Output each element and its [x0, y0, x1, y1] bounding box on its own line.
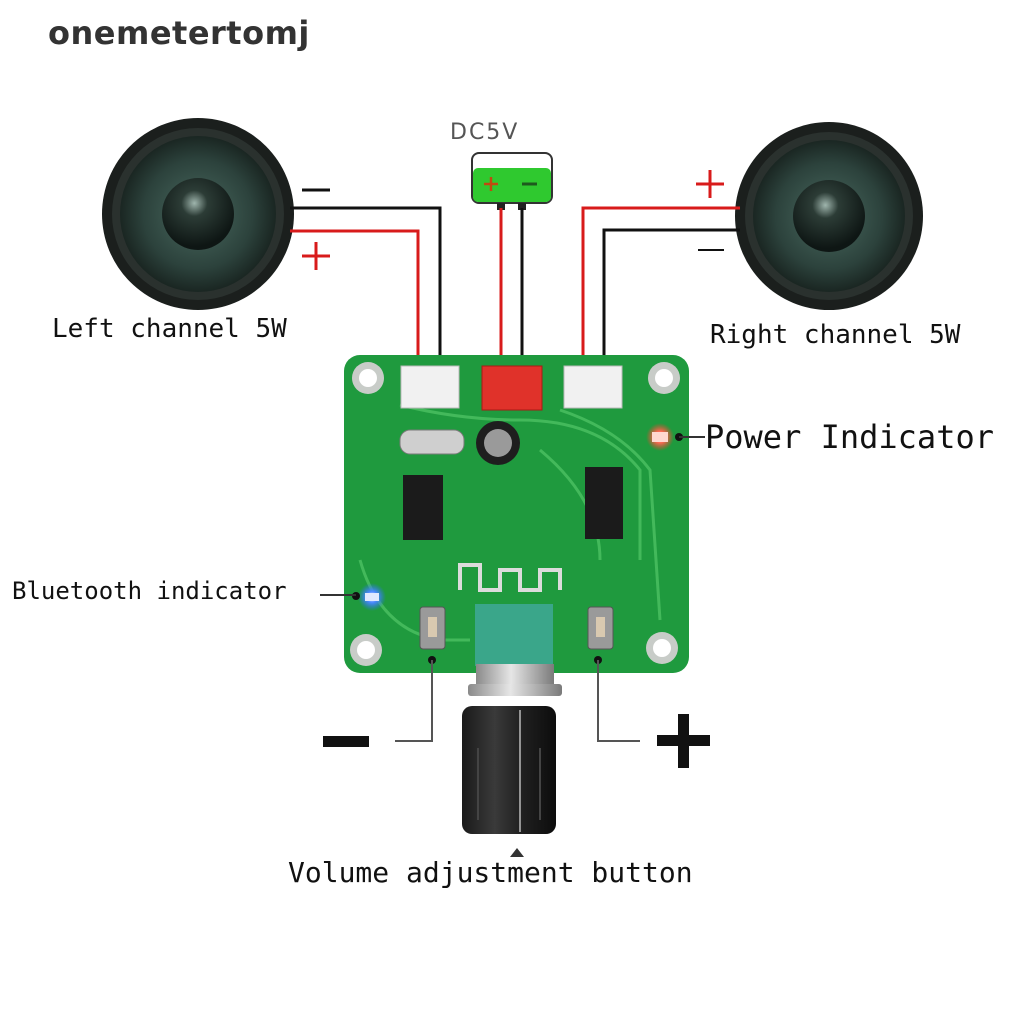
- left-positive-wire: [290, 229, 420, 385]
- volume-adjustment-label: Volume adjustment button: [288, 856, 693, 889]
- plus-button-leader: [597, 660, 640, 742]
- mounting-hole: [352, 362, 384, 394]
- mounting-hole: [648, 362, 680, 394]
- power-indicator-label: Power Indicator: [705, 418, 994, 456]
- volume-minus-symbol: [323, 736, 369, 747]
- mounting-hole: [646, 632, 678, 664]
- dc-power-label: DC5V: [450, 120, 520, 145]
- potentiometer-shaft-nut: [476, 664, 554, 684]
- right-negative-wire: [602, 228, 740, 385]
- left-negative-wire: [290, 206, 442, 385]
- watermark-text: onemetertomj: [48, 14, 310, 52]
- bluetooth-chip: [403, 475, 443, 540]
- right-positive-wire: [581, 206, 740, 385]
- bluetooth-indicator-label: Bluetooth indicator: [12, 577, 287, 605]
- right-speaker-icon: [735, 122, 923, 310]
- power-input-connector: [481, 365, 543, 411]
- amplifier-board: [344, 355, 689, 673]
- volume-pointer-arrow: [510, 848, 524, 857]
- antenna-trace: [458, 563, 562, 592]
- left-output-connector: [400, 365, 460, 409]
- right-output-connector: [563, 365, 623, 409]
- left-plus-mark: [302, 242, 330, 270]
- minus-button-leader: [395, 660, 433, 742]
- volume-plus-symbol: [657, 714, 710, 768]
- right-channel-label: Right channel 5W: [710, 320, 961, 350]
- left-channel-label: Left channel 5W: [52, 314, 287, 344]
- mounting-hole: [350, 634, 382, 666]
- power-led-icon: [646, 423, 674, 451]
- left-speaker-icon: [102, 118, 294, 310]
- crystal-oscillator: [399, 429, 465, 455]
- right-plus-mark: [696, 170, 724, 198]
- amplifier-chip: [585, 467, 623, 539]
- dc-power-supply-icon: [471, 152, 553, 210]
- bluetooth-led-icon: [358, 583, 386, 611]
- volume-knob-icon: [462, 706, 556, 834]
- potentiometer-body: [475, 604, 553, 666]
